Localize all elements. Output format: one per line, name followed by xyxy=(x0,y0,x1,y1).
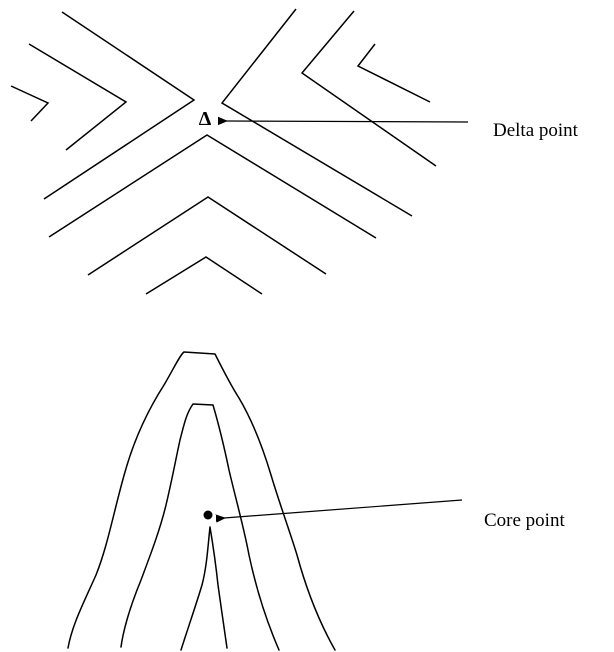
core-ridge-center xyxy=(180,526,228,651)
delta-ridge-bottom-3 xyxy=(145,256,263,295)
delta-pointer-arrow xyxy=(226,121,469,122)
core-point-dot xyxy=(203,510,213,520)
delta-ridge-left-1 xyxy=(10,85,50,122)
delta-ridge-left-3 xyxy=(43,11,196,200)
core-pointer-arrow xyxy=(224,499,463,518)
core-ridge-pattern xyxy=(67,351,336,651)
delta-ridge-left-2 xyxy=(28,43,128,151)
delta-ridge-right-2 xyxy=(300,10,437,167)
delta-ridge-bottom-1 xyxy=(48,134,377,239)
delta-ridge-bottom-2 xyxy=(87,196,327,276)
delta-point-label: Delta point xyxy=(493,120,579,141)
delta-symbol: Δ xyxy=(199,108,212,130)
delta-ridge-right-1 xyxy=(220,8,413,217)
core-ridge-outer xyxy=(67,351,336,651)
core-ridge-inner xyxy=(120,403,280,651)
delta-ridge-right-3 xyxy=(356,43,431,103)
core-point-label: Core point xyxy=(484,510,565,531)
delta-ridge-pattern xyxy=(10,8,437,295)
